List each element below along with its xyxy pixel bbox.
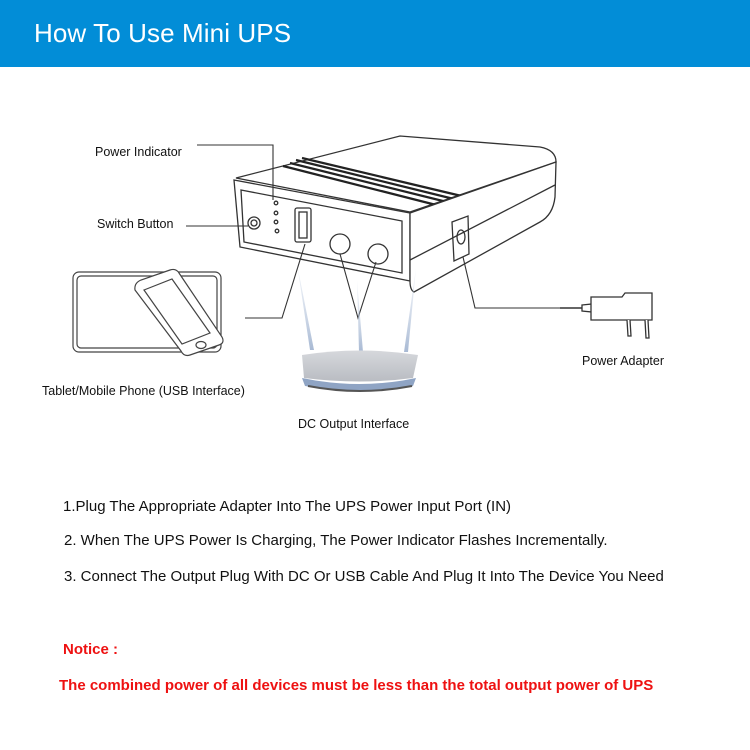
power-indicator-leader [197, 144, 274, 200]
dc-leader [339, 253, 377, 320]
adapter-leader [462, 256, 560, 309]
step-3: 3. Connect The Output Plug With DC Or US… [64, 568, 664, 585]
ups-usage-diagram [72, 135, 653, 392]
tablet-phone-label: Tablet/Mobile Phone (USB Interface) [42, 384, 245, 398]
mobile-phone-icon [134, 268, 224, 357]
switch-button-label: Switch Button [97, 217, 174, 231]
tablet-icon [72, 271, 222, 353]
notice-title: Notice : [63, 641, 119, 658]
page-title: How To Use Mini UPS [34, 18, 292, 48]
usb-leader [245, 243, 306, 319]
notice-text: The combined power of all devices must b… [59, 677, 654, 694]
power-indicator-label: Power Indicator [95, 145, 182, 159]
step-1: 1.Plug The Appropriate Adapter Into The … [63, 498, 512, 515]
router-icon [297, 264, 418, 392]
power-adapter-icon [560, 292, 653, 339]
dc-output-label: DC Output Interface [298, 417, 410, 431]
mini-ups-device-icon [233, 135, 557, 293]
power-adapter-label: Power Adapter [582, 354, 664, 368]
step-2: 2. When The UPS Power Is Charging, The P… [64, 532, 608, 549]
header-banner: How To Use Mini UPS [0, 0, 750, 67]
